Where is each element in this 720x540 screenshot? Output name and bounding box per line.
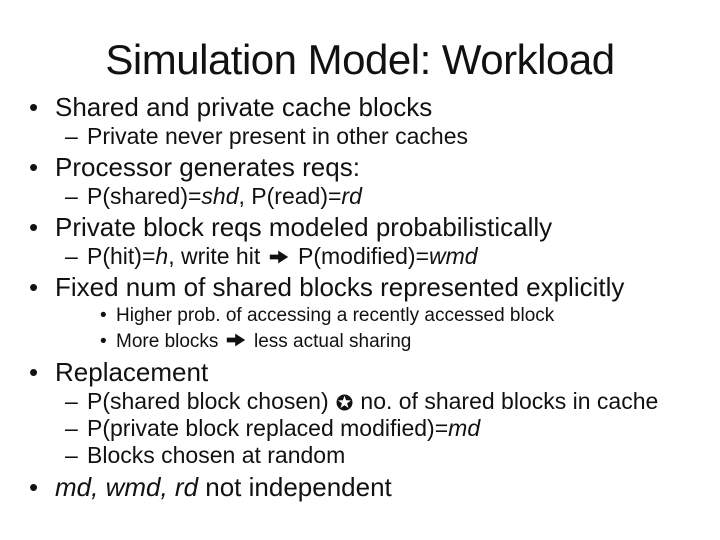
- star-circle-icon: [336, 394, 353, 411]
- text-run: , P(read)=: [238, 183, 342, 209]
- text-run: P(shared)=: [87, 183, 202, 209]
- text-run: Blocks chosen at random: [87, 442, 346, 468]
- dash-marker: –: [65, 243, 78, 269]
- bullet-marker: •: [29, 472, 39, 502]
- text-run: , write hit: [168, 243, 261, 269]
- bullet-line: • Shared and private cache blocks: [29, 92, 714, 122]
- bullet-text: Processor generates reqs:: [55, 152, 360, 182]
- bullet-line: –P(shared block chosen) no. of shared bl…: [65, 388, 714, 414]
- bullet-list: •Shared and private cache blocks–Private…: [0, 92, 720, 502]
- bullet-marker: •: [29, 272, 39, 302]
- text-run: Higher prob. of accessing a recently acc…: [116, 305, 555, 326]
- text-run: h: [155, 243, 169, 269]
- text-run: P(modified)=: [298, 243, 430, 269]
- bullet-marker: •: [100, 305, 107, 326]
- bullet-text: P(shared)=shd, P(read)=rd: [87, 183, 362, 209]
- dash-marker: –: [65, 415, 78, 441]
- dash-marker: –: [65, 442, 78, 468]
- text-run: less actual sharing: [253, 331, 412, 352]
- bullet-line: –Private never present in other caches: [65, 123, 714, 149]
- text-run: wmd: [429, 243, 478, 269]
- bullet-line: • Private block reqs modeled probabilisti…: [29, 212, 714, 242]
- bullet-text: Blocks chosen at random: [87, 442, 345, 468]
- bullet-text: md, wmd, rd not independent: [55, 472, 392, 502]
- text-run: shd: [201, 183, 239, 209]
- text-run: not independent: [198, 472, 392, 502]
- bullet-text: Shared and private cache blocks: [55, 92, 432, 122]
- bullet-line: • Replacement: [29, 357, 714, 387]
- text-run: md, wmd, rd: [55, 472, 199, 502]
- bullet-line: • md, wmd, rd not independent: [29, 472, 714, 502]
- text-run: Private never present in other caches: [87, 123, 468, 149]
- bullet-line: • More blocks less actual sharing: [100, 330, 714, 354]
- text-run: More blocks: [116, 331, 219, 352]
- bullet-text: Fixed num of shared blocks represented e…: [55, 272, 624, 302]
- bullet-marker: •: [29, 212, 39, 242]
- text-run: md: [448, 415, 481, 441]
- bullet-line: • Processor generates reqs:: [29, 152, 714, 182]
- bullet-text: Higher prob. of accessing a recently acc…: [116, 304, 554, 328]
- dash-marker: –: [65, 123, 78, 149]
- text-run: P(hit)=: [87, 243, 156, 269]
- text-run: Fixed num of shared blocks represented e…: [55, 272, 625, 302]
- bullet-text: P(private block replaced modified)=md: [87, 415, 480, 441]
- dash-marker: –: [65, 388, 78, 414]
- arrow-right-icon: [226, 333, 245, 347]
- text-run: Replacement: [55, 357, 209, 387]
- arrow-right-icon: [269, 250, 288, 264]
- bullet-line: –P(hit)=h, write hit P(modified)=wmd: [65, 243, 714, 269]
- bullet-text: Private never present in other caches: [87, 123, 468, 149]
- bullet-text: More blocks less actual sharing: [116, 330, 411, 354]
- text-run: no. of shared blocks in cache: [360, 388, 659, 414]
- bullet-text: Private block reqs modeled probabilistic…: [55, 212, 552, 242]
- bullet-marker: •: [29, 357, 39, 387]
- text-run: Processor generates reqs:: [55, 152, 360, 182]
- text-run: Shared and private cache blocks: [55, 92, 433, 122]
- text-run: P(shared block chosen): [87, 388, 329, 414]
- bullet-marker: •: [100, 331, 107, 352]
- bullet-marker: •: [29, 152, 39, 182]
- dash-marker: –: [65, 183, 78, 209]
- slide-title: Simulation Model: Workload: [105, 36, 615, 83]
- bullet-line: –P(shared)=shd, P(read)=rd: [65, 183, 714, 209]
- bullet-line: –P(private block replaced modified)=md: [65, 415, 714, 441]
- bullet-line: • Higher prob. of accessing a recently ac…: [100, 304, 714, 328]
- text-run: Private block reqs modeled probabilistic…: [55, 212, 553, 242]
- bullet-marker: •: [29, 92, 39, 122]
- bullet-text: P(shared block chosen) no. of shared blo…: [87, 388, 658, 414]
- bullet-line: –Blocks chosen at random: [65, 442, 714, 468]
- bullet-text: Replacement: [55, 357, 208, 387]
- bullet-text: P(hit)=h, write hit P(modified)=wmd: [87, 243, 478, 269]
- text-run: rd: [341, 183, 362, 209]
- text-run: P(private block replaced modified)=: [87, 415, 449, 441]
- bullet-line: • Fixed num of shared blocks represented …: [29, 272, 714, 302]
